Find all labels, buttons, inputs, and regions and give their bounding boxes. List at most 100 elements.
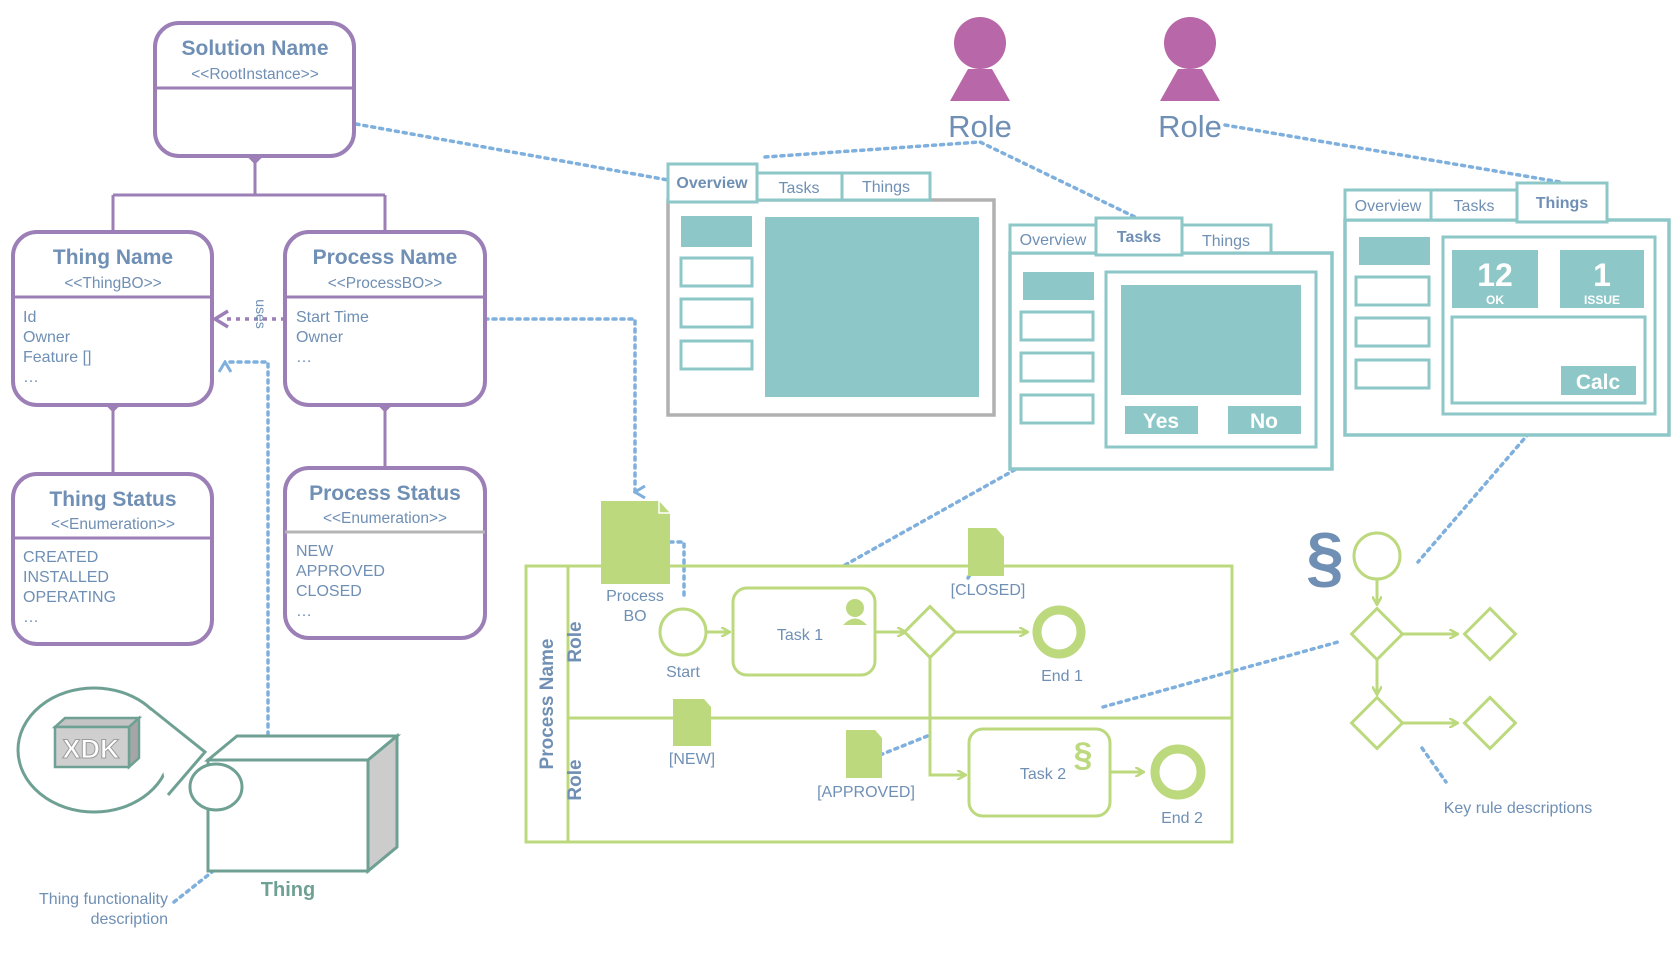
- tab-overview-label: Overview: [1020, 232, 1087, 249]
- start-label: Start: [666, 664, 700, 681]
- thing-description-line: Thing functionality: [39, 891, 168, 908]
- calc-button[interactable]: [1561, 366, 1636, 395]
- lane-label: Role: [565, 621, 586, 662]
- thing-status-enum: Thing Status <<Enumeration>> CREATED INS…: [11, 472, 214, 646]
- solution-title: Solution Name: [181, 37, 328, 60]
- user-task-icon: [843, 599, 867, 625]
- process-status-stereotype: <<Enumeration>>: [323, 510, 447, 527]
- thing-attribute: Owner: [23, 329, 71, 346]
- sensor-port: [188, 762, 244, 812]
- tab-things[interactable]: [840, 171, 932, 202]
- task-2-label: Task 2: [1020, 766, 1066, 783]
- uses-dependency: uses: [211, 299, 285, 329]
- new-state-label: [NEW]: [669, 751, 715, 768]
- tab-tasks-label: Tasks: [1117, 229, 1161, 246]
- tab-things[interactable]: [1515, 181, 1609, 224]
- thing-attribute: …: [23, 369, 39, 386]
- process-stereotype: <<ProcessBO>>: [328, 275, 443, 292]
- solution-stereotype: <<RootInstance>>: [191, 66, 319, 83]
- person-icon: [950, 17, 1010, 101]
- tab-tasks-label: Tasks: [1454, 198, 1495, 215]
- overview-screen: Overview Tasks Things: [666, 162, 996, 417]
- end-1-label: End 1: [1041, 668, 1083, 685]
- approved-state-data-object: [846, 730, 882, 778]
- thing-status-value: …: [23, 609, 39, 626]
- tab-overview[interactable]: [666, 162, 759, 204]
- thing-status-value: CREATED: [23, 549, 98, 566]
- nav-item[interactable]: [1354, 358, 1431, 390]
- nav-item[interactable]: [679, 297, 754, 329]
- pool-label: Process Name: [537, 639, 558, 770]
- closed-state-data-object: [968, 528, 1004, 576]
- nav-item-active[interactable]: [1023, 272, 1094, 300]
- process-status-title: Process Status: [309, 482, 461, 505]
- tab-tasks-label: Tasks: [779, 180, 820, 197]
- thing-attribute: Feature []: [23, 349, 91, 366]
- process-bo-data-object: [601, 501, 670, 584]
- role-2: Role: [1158, 17, 1222, 144]
- tab-overview[interactable]: [1343, 188, 1433, 222]
- kpi-issue-value: 1: [1593, 257, 1611, 293]
- process-bo-label: BO: [623, 608, 646, 625]
- uml-model: Solution Name <<RootInstance>> Thing Nam…: [11, 21, 487, 646]
- thing-description-line: description: [91, 911, 168, 928]
- process-class: Process Name <<ProcessBO>> Start Time Ow…: [283, 230, 487, 407]
- xdk-chip-icon: XDK: [51, 715, 143, 770]
- process-status-value: NEW: [296, 543, 334, 560]
- tab-tasks[interactable]: [755, 171, 844, 202]
- new-state-data-object: [673, 699, 711, 746]
- process-status-value: CLOSED: [296, 583, 362, 600]
- rule-decision[interactable]: [1349, 695, 1405, 751]
- nav-item[interactable]: [679, 339, 754, 371]
- end-event-2[interactable]: [1150, 744, 1206, 800]
- nav-item[interactable]: [1354, 316, 1431, 348]
- things-screen: Overview Tasks Things 12 OK 1 ISSUE Calc: [1343, 181, 1671, 437]
- nav-item-active[interactable]: [1359, 237, 1430, 265]
- thing-device-label: Thing: [261, 879, 315, 901]
- no-button-label: No: [1250, 410, 1278, 433]
- kpi-issue-tile: [1560, 250, 1644, 308]
- role-1: Role: [948, 17, 1012, 144]
- nav-item-active[interactable]: [681, 216, 752, 247]
- kpi-ok-tile: [1452, 250, 1538, 308]
- nav-item[interactable]: [1019, 310, 1095, 342]
- tasks-screen: Overview Tasks Things Yes No: [1008, 216, 1334, 471]
- process-title: Process Name: [313, 246, 458, 269]
- person-icon: [1160, 17, 1220, 101]
- nav-item[interactable]: [679, 256, 754, 288]
- rule-outcome[interactable]: [1462, 606, 1518, 662]
- xdk-label: XDK: [62, 734, 120, 764]
- start-event[interactable]: [658, 607, 708, 657]
- calc-button-label: Calc: [1576, 371, 1621, 394]
- rule-decision[interactable]: [1349, 606, 1405, 662]
- cube-side: [366, 732, 399, 875]
- kpi-issue-label: ISSUE: [1584, 293, 1620, 307]
- business-rule-icon: §: [1074, 736, 1093, 774]
- tab-overview-label: Overview: [676, 175, 748, 192]
- nav-item[interactable]: [1354, 275, 1431, 307]
- rule-flow: § Key rule descriptions: [1306, 519, 1592, 817]
- bpmn-process: Process Name Role Role Process BO Start …: [524, 501, 1234, 844]
- thing-status-stereotype: <<Enumeration>>: [51, 516, 175, 533]
- process-status-enum: Process Status <<Enumeration>> NEW APPRO…: [283, 466, 487, 640]
- nav-item[interactable]: [1019, 351, 1095, 383]
- content-panel: [765, 217, 979, 397]
- tab-tasks[interactable]: [1094, 216, 1184, 257]
- tab-things[interactable]: [1180, 223, 1273, 255]
- yes-button[interactable]: [1125, 406, 1198, 434]
- thing-status-value: INSTALLED: [23, 569, 109, 586]
- nav-item[interactable]: [1019, 393, 1095, 425]
- thing-status-value: OPERATING: [23, 589, 116, 606]
- role-label: Role: [1158, 109, 1222, 144]
- kpi-ok-label: OK: [1486, 293, 1504, 307]
- rule-outcome[interactable]: [1462, 695, 1518, 751]
- solution-class: Solution Name <<RootInstance>>: [153, 21, 356, 158]
- closed-state-label: [CLOSED]: [951, 582, 1026, 599]
- process-attribute: Start Time: [296, 309, 369, 326]
- section-rule-icon: §: [1306, 519, 1344, 595]
- exclusive-gateway[interactable]: [902, 604, 958, 660]
- end-event-1[interactable]: [1032, 605, 1086, 659]
- no-button[interactable]: [1228, 406, 1301, 434]
- rule-start[interactable]: [1352, 531, 1402, 581]
